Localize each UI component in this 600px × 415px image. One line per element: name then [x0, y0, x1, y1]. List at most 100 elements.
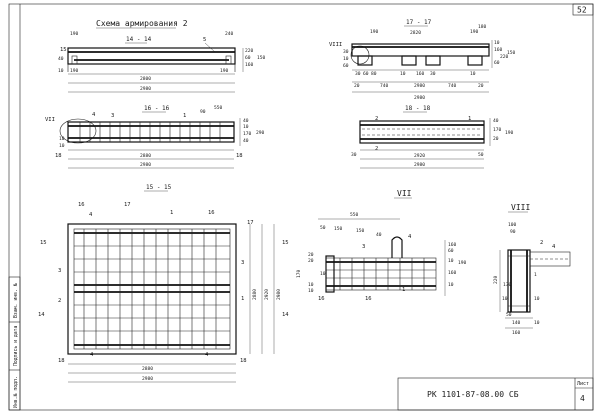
dim-label: 30 [355, 71, 361, 77]
dim-label: 240 [225, 31, 234, 37]
dim-label: 150 [334, 226, 343, 232]
dim-label: 10 [308, 288, 314, 294]
dim-label: 60 [245, 55, 251, 61]
dim-label: 40 [376, 232, 382, 238]
dim-label: 190 [370, 29, 379, 35]
dim-label: 150 [507, 50, 516, 56]
dim-label: 10 [243, 124, 249, 130]
side-cut: 15 [40, 240, 47, 246]
position-mark: 1 [468, 116, 471, 122]
stamp-inventory: Инв.№ подл. [13, 376, 19, 408]
dim-label: 10 [502, 296, 508, 302]
dim-label: 190 [70, 31, 79, 37]
dim-label: 150 [257, 55, 266, 61]
detail-title: VII [397, 189, 412, 198]
dim-label: 10 [448, 282, 454, 288]
cut-label: 17 [247, 220, 254, 226]
position-mark: 3 [111, 113, 114, 119]
dim-label: 2920 [414, 153, 425, 159]
dim-label: 160 [448, 270, 457, 276]
dim-label: 10 [58, 68, 64, 74]
dim-label: 10 [59, 143, 65, 149]
dim-label: 30 [343, 49, 349, 55]
cut-mark: 16 [318, 296, 325, 302]
dim-label: 170 [243, 131, 252, 137]
dim-label: 60 [363, 71, 369, 77]
detail-viii: VIII 100 90 2 4 220 130 10 1 10 50 140 1… [493, 203, 571, 336]
dim-label: 20 [354, 83, 360, 89]
dim-label: 740 [448, 83, 457, 89]
position-mark: 4 [408, 234, 412, 240]
dim-label: 170 [296, 269, 302, 278]
cut-mark-right: 18 [236, 153, 243, 159]
view-label: VIII [329, 42, 342, 48]
dim-label: 10 [494, 40, 500, 46]
dim-label: 50 [478, 152, 484, 158]
position-mark: 2 [540, 240, 543, 246]
dim-label: 1 [534, 272, 537, 278]
dim-label: 2920 [264, 289, 270, 300]
dim-label: 130 [503, 282, 512, 288]
section-title: 14 - 14 [126, 36, 152, 43]
dim-label: 2880 [252, 289, 258, 300]
position-mark: 4 [205, 352, 209, 358]
dim-label: 60 [494, 60, 500, 66]
page-number: 52 [577, 6, 587, 15]
dim-label: 220 [500, 54, 509, 60]
sheet-label: Лист [577, 381, 589, 387]
position-mark: 2 [375, 146, 378, 152]
dim-label: 190 [458, 260, 467, 266]
dim-label: 10 [308, 282, 314, 288]
dim-label: 2980 [142, 376, 153, 382]
dim-label: 550 [350, 212, 359, 218]
dim-label: 160 [512, 330, 521, 336]
stirrups [339, 258, 425, 290]
dim-label: 2980 [140, 86, 151, 92]
section-16-16: 16 - 16 VII 4 3 1 90 550 [45, 105, 265, 169]
dim-label: 90 [510, 229, 516, 235]
position-mark: 3 [362, 244, 365, 250]
section-title: 15 - 15 [146, 184, 172, 191]
rebar-grid-horizontal [74, 245, 230, 332]
position-mark: 4 [92, 112, 96, 118]
position-mark: 4 [90, 352, 94, 358]
dim-label: 190 [220, 68, 229, 74]
dim-label: 190 [70, 68, 79, 74]
dim-label: 20 [308, 252, 314, 258]
dim-label: 10 [470, 71, 476, 77]
position-mark: 1 [183, 113, 186, 119]
dim-label: 140 [512, 320, 521, 326]
dim-label: 40 [58, 56, 64, 62]
dim-label: 150 [356, 228, 365, 234]
dim-label: 550 [214, 105, 223, 111]
dim-label: 10 [534, 296, 540, 302]
dim-label: 10 [534, 320, 540, 326]
dim-label: 40 [243, 118, 249, 124]
dim-label: 60 [448, 248, 454, 254]
section-17-17: 17 - 17 VIII 190 2820 190 180 10 160 220… [329, 19, 516, 101]
dim-label: 20 [308, 258, 314, 264]
cut-label: 16 [208, 210, 215, 216]
cut-mark-left: 18 [55, 153, 62, 159]
section-14-14: 14 - 14 190 240 15 5 220 60 160 150 40 1… [58, 31, 266, 93]
side-cut: 14 [38, 312, 45, 318]
dim-label: 10 [448, 258, 454, 264]
section-18-18: 18 - 18 2 2 1 40 170 20 190 30 50 2920 2… [351, 105, 514, 169]
detail-title: VIII [511, 203, 530, 212]
dim-label: 50 [320, 225, 326, 231]
side-cut: 15 [282, 240, 289, 246]
dim-label: 20 [493, 136, 499, 142]
position-mark: 1 [241, 296, 244, 302]
view-label: VII [45, 117, 55, 123]
rebar-grid-vertical [83, 229, 217, 349]
dim-label: 220 [245, 48, 254, 54]
dim-label: 160 [494, 47, 503, 53]
section-title: 16 - 16 [144, 105, 170, 112]
dim-label: 20 [478, 83, 484, 89]
drawing-title: Схема армирования 2 [96, 19, 188, 28]
section-title: 17 - 17 [406, 19, 432, 26]
dim-label: 160 [416, 71, 425, 77]
dim-label: 80 [371, 71, 377, 77]
dim-label: 290 [256, 130, 265, 136]
dim-label: 220 [493, 275, 499, 284]
